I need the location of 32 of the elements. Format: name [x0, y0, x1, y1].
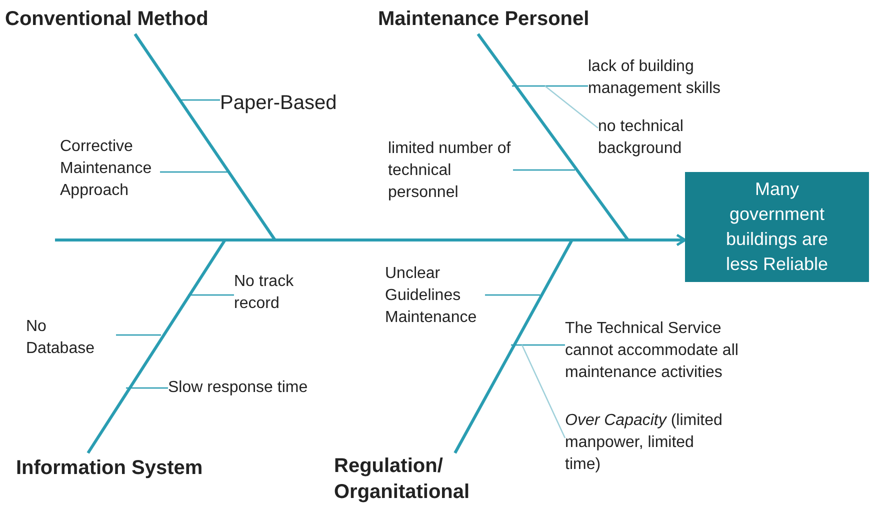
cause-text: No Database	[26, 316, 116, 360]
branch-line	[511, 344, 565, 346]
effect-box: Many government buildings are less Reliable	[685, 172, 869, 282]
cause-text: no technical background	[598, 116, 728, 160]
cause-text: lack of building management skills	[588, 56, 778, 100]
cause-text: Slow response time	[168, 377, 308, 399]
branch-line	[485, 294, 540, 296]
category-label: Conventional Method	[5, 4, 208, 34]
branch-line	[160, 171, 228, 173]
branch-line	[513, 169, 575, 171]
cause-text: Unclear Guidelines Maintenance	[385, 263, 485, 329]
fishbone-line	[55, 234, 686, 246]
branch-line	[521, 344, 566, 438]
fishbone-line	[86, 239, 226, 454]
cause-text: Paper-Based	[220, 88, 337, 118]
branch-line	[179, 99, 220, 101]
cause-text: Over Capacity (limited manpower, limited time)	[565, 410, 725, 476]
branch-line	[512, 85, 588, 87]
cause-text: The Technical Service cannot accommodate all maintenance activities	[565, 318, 765, 384]
cause-text: limited number of technical personnel	[388, 138, 513, 204]
fishbone-line	[134, 33, 276, 241]
branch-line	[126, 387, 168, 389]
fishbone-line	[454, 239, 574, 454]
cause-text: No track record	[234, 271, 314, 315]
branch-line	[544, 86, 598, 128]
branch-line	[188, 294, 234, 296]
category-label: Maintenance Personel	[378, 4, 590, 34]
category-label: Regulation/ Organitational	[334, 453, 514, 505]
category-label: Information System	[16, 453, 203, 483]
cause-text: Corrective Maintenance Approach	[60, 136, 160, 202]
fishbone-line	[476, 33, 630, 241]
branch-line	[116, 334, 161, 336]
